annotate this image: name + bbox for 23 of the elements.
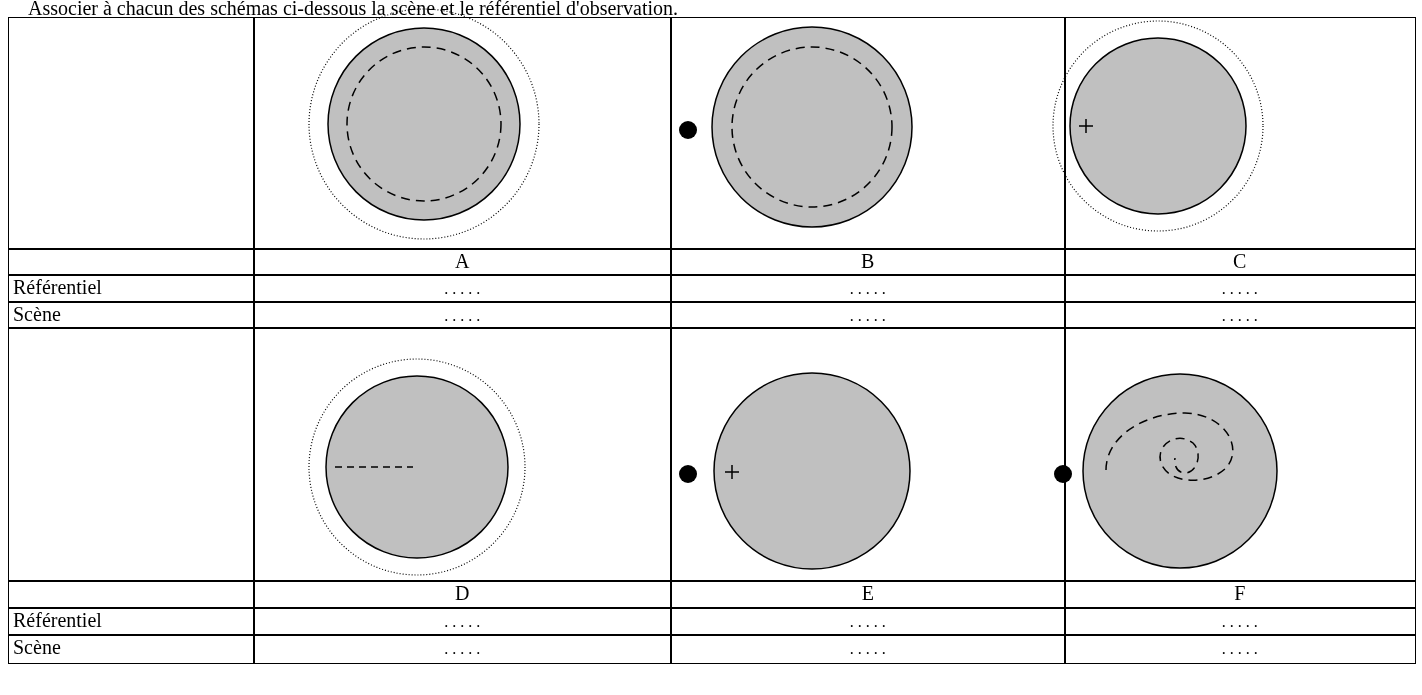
- column-letter: C: [1233, 249, 1247, 273]
- fill-in-line: . . . . .: [849, 639, 886, 659]
- row-header: Scène: [13, 635, 61, 659]
- column-letter: F: [1234, 581, 1246, 605]
- fill-in-line: . . . . .: [1221, 279, 1258, 299]
- row-header: Scène: [13, 302, 61, 326]
- column-letter: A: [455, 249, 470, 273]
- instruction-text: Associer à chacun des schémas ci-dessous la scène et le référentiel d'observation.: [28, 0, 678, 18]
- fill-in-line: . . . . .: [1221, 306, 1258, 326]
- row-header: Référentiel: [13, 275, 102, 299]
- fill-in-line: . . . . .: [849, 279, 886, 299]
- fill-in-line: . . . . .: [849, 612, 886, 632]
- fill-in-line: . . . . .: [1221, 639, 1258, 659]
- fill-in-line: . . . . .: [1221, 612, 1258, 632]
- column-letter: D: [455, 581, 470, 605]
- row-header: Référentiel: [13, 608, 102, 632]
- fill-in-line: . . . . .: [849, 306, 886, 326]
- fill-in-line: . . . . .: [444, 612, 481, 632]
- column-letter: B: [861, 249, 875, 273]
- fill-in-line: . . . . .: [444, 279, 481, 299]
- fill-in-line: . . . . .: [444, 306, 481, 326]
- fill-in-line: . . . . .: [444, 639, 481, 659]
- column-letter: E: [861, 581, 874, 605]
